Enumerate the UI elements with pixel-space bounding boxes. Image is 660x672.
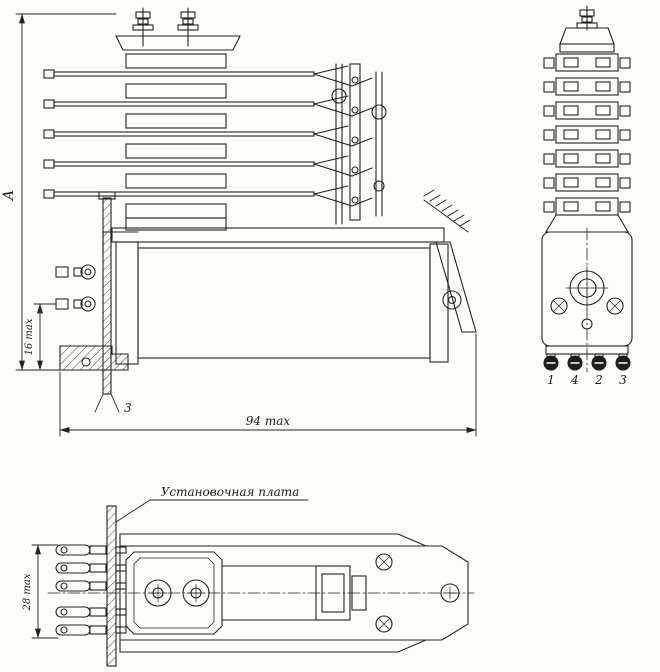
dim-a: A — [1, 13, 117, 371]
coil-terminals — [55, 264, 96, 312]
front-adapter — [545, 214, 629, 233]
top-block — [125, 551, 223, 635]
dim-a-label: A — [1, 190, 17, 202]
front-cap — [559, 27, 615, 53]
dim-3-label: 3 — [124, 401, 132, 415]
yoke — [111, 227, 477, 333]
mounting-plate-label: Установочная плата — [161, 485, 300, 499]
terminal-number-2: 2 — [594, 373, 603, 387]
top-mounting-plate — [106, 505, 117, 667]
terminal-number-3: 3 — [619, 373, 627, 387]
mounting-plate-callout: Установочная плата — [115, 485, 309, 523]
terminal-numbers: 1 4 2 3 — [547, 373, 627, 387]
coil-body — [137, 247, 431, 359]
stack-bolts — [132, 7, 199, 47]
return-spring — [423, 189, 471, 233]
dim-94-label: 94 max — [246, 414, 291, 428]
coil-right-flange — [429, 243, 449, 363]
top-lugs — [55, 544, 127, 636]
terminal-number-1: 1 — [547, 373, 555, 387]
armature — [331, 63, 387, 225]
contact-springs — [43, 65, 373, 207]
dim-94max: 94 max — [59, 333, 477, 437]
dim-16-label: 16 max — [24, 318, 35, 355]
front-view: 1 4 2 3 — [541, 5, 633, 387]
dim-16max: 16 max — [24, 303, 57, 371]
front-body — [541, 227, 633, 373]
bracket-foot — [59, 345, 129, 371]
mounting-plate-section — [59, 191, 139, 395]
dim-3: 3 — [94, 393, 132, 415]
top-armature — [221, 553, 393, 633]
side-view: A 16 max 3 94 max — [1, 7, 477, 437]
dim-28-label: 28 max — [22, 573, 33, 611]
front-terminals — [543, 353, 631, 371]
coil — [115, 241, 462, 365]
coil-left-flange — [115, 241, 139, 365]
terminal-number-4: 4 — [570, 373, 579, 387]
top-body — [47, 533, 475, 653]
dim-28max: 28 max — [22, 544, 59, 639]
top-view: Установочная плата — [22, 485, 475, 667]
front-contact-stack — [543, 53, 631, 216]
core-end — [442, 290, 462, 310]
front-bolt — [576, 5, 598, 31]
contact-stack — [115, 35, 241, 231]
